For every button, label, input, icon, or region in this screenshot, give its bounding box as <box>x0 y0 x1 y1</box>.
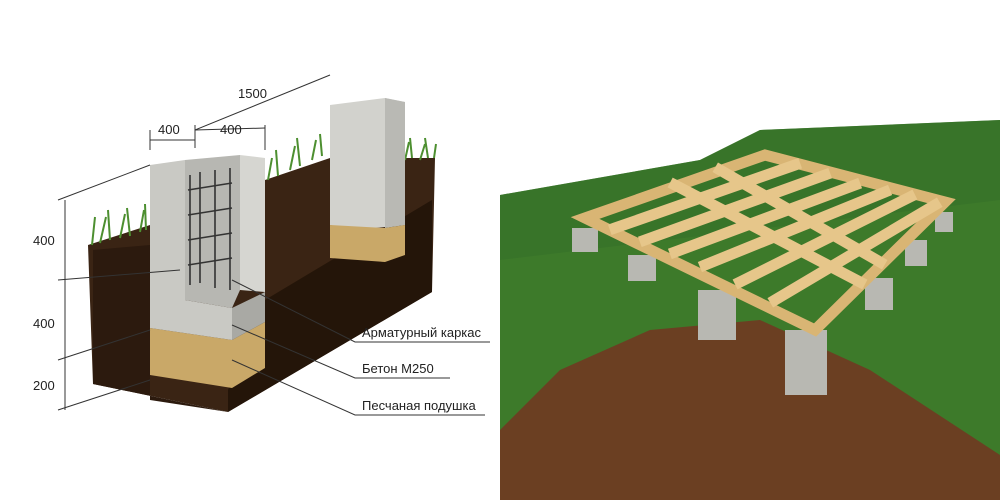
front-pillar-sand <box>150 322 265 388</box>
floor-frame-render <box>500 120 1000 500</box>
soil-area <box>500 320 1000 500</box>
callout-rebar-cage: Арматурный каркас <box>362 325 481 340</box>
grass-tufts <box>91 133 437 246</box>
callout-concrete: Бетон М250 <box>362 361 434 376</box>
soil-front-face <box>93 245 228 412</box>
dimension-width-b: 400 <box>220 122 242 137</box>
dimension-depth-concrete: 400 <box>33 316 55 331</box>
dimension-depth-sand: 200 <box>33 378 55 393</box>
rebar-cage <box>187 168 233 290</box>
back-pillar-sand <box>330 225 405 262</box>
front-pillar-side <box>232 292 265 340</box>
front-pillar-concrete <box>150 160 232 340</box>
dimension-height-above: 400 <box>33 233 55 248</box>
back-pillar-side <box>385 98 405 228</box>
wooden-frame <box>570 149 956 337</box>
concrete-blocks <box>572 212 953 395</box>
front-pillar-right <box>240 155 265 292</box>
dimension-span: 1500 <box>238 86 267 101</box>
column-foundation-diagram: 1500 400 400 400 400 200 Арматурный карк… <box>33 74 490 416</box>
front-pillar-inner <box>185 155 240 308</box>
callout-sand-cushion: Песчаная подушка <box>362 398 476 413</box>
dimension-lines <box>57 74 490 416</box>
dimension-width-a: 400 <box>158 122 180 137</box>
